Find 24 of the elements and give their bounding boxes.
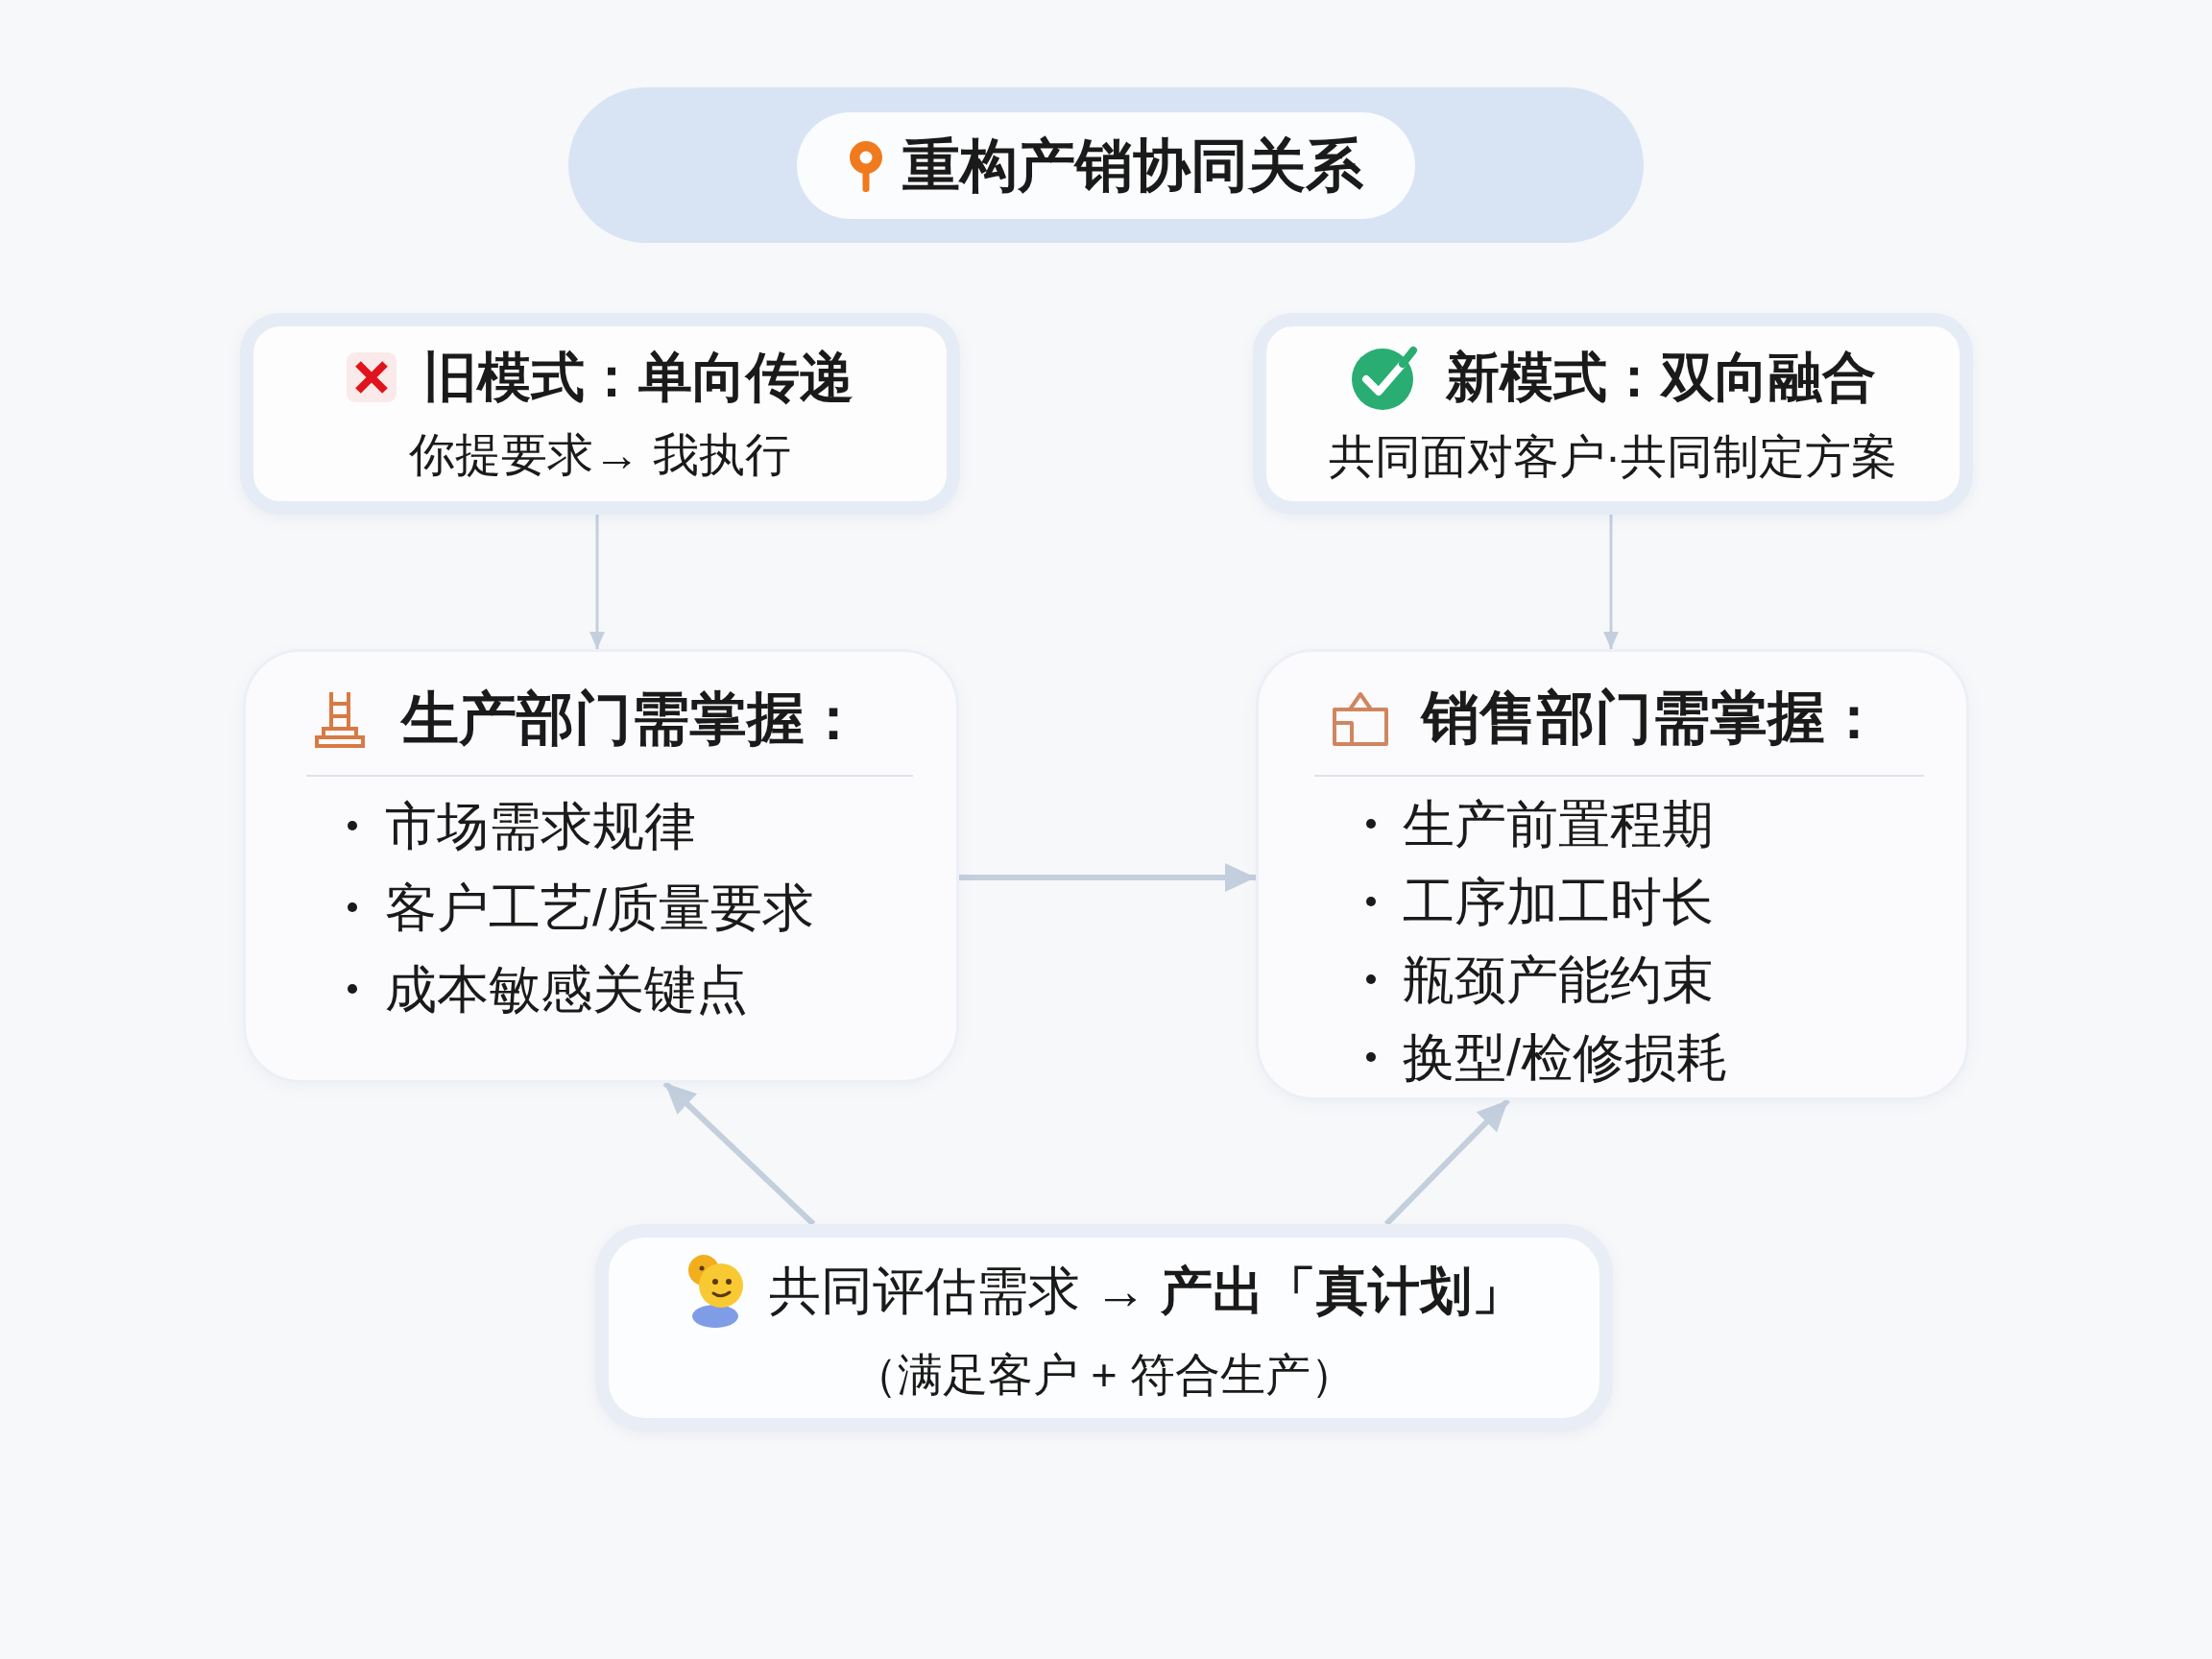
card-heading: 新模式：双向融合 [1446,346,1876,409]
arrow [589,515,605,649]
arrow [1603,515,1619,649]
mode-card [240,313,960,515]
card-heading: 生产部门需掌握： [401,685,862,753]
card-subtitle: 共同面对客户·共同制定方案 [1329,430,1897,484]
card-subtitle: 你提要求→ 我执行 [409,428,791,482]
list-item: 瓶颈产能约束 [1403,950,1714,1010]
info-card [1256,649,1969,1100]
result-card [595,1224,1613,1431]
list-item: 客户工艺/质量要求 [385,878,814,938]
title-text: 重构产销协同关系 [902,132,1363,200]
arrow [959,863,1256,892]
card-heading: 销售部门需掌握： [1422,685,1883,752]
card-heading: 共同评估需求 → 产出「真计划」 [769,1261,1524,1321]
list-item: 工序加工时长 [1403,872,1714,932]
list-item: 换型/检修损耗 [1403,1027,1728,1088]
card-subtitle: （满足客户 + 符合生产） [853,1348,1356,1402]
mode-card [1253,313,1973,515]
card-heading: 旧模式：单向传递 [423,346,854,409]
list-item: 生产前置程期 [1403,794,1714,854]
info-card [243,649,959,1083]
list-item: 成本敏感关键点 [385,959,748,1020]
list-item: 市场需求规律 [385,796,696,856]
